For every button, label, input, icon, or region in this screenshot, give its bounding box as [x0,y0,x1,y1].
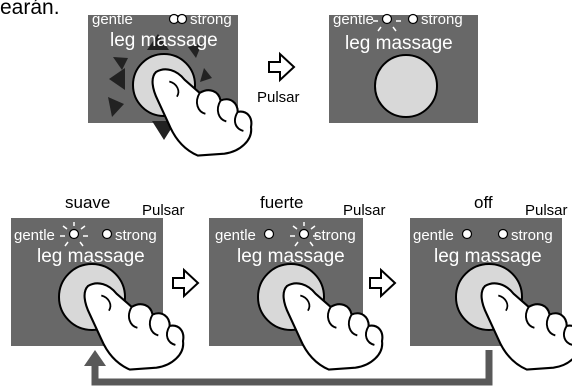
panel-bottom-2 [209,218,384,371]
action-label: Pulsar [257,89,300,106]
gentle-label: gentle [92,11,133,28]
state-label-off: off [474,193,493,212]
panel-title: leg massage [434,246,542,267]
state-label-suave: suave [65,193,111,212]
heading-fragment: earán. [0,0,60,19]
right-arrow-icon [369,269,396,297]
action-label: Pulsar [525,202,568,219]
strong-label: strong [511,227,553,244]
panel-title: leg massage [37,246,145,267]
gentle-indicator [461,228,473,240]
panel-title: leg massage [345,33,453,54]
glow-icon [290,222,318,247]
strong-label: strong [314,227,356,244]
strong-label: strong [190,11,232,28]
panel-title: leg massage [237,246,345,267]
panel-top-left [88,13,253,157]
strong-indicator [298,228,310,240]
gentle-indicator [263,228,275,240]
loop-back-arrow [84,350,493,386]
glow-icon [60,222,88,247]
action-label: Pulsar [343,202,386,219]
panel-bottom-1 [11,218,185,371]
right-arrow-icon [268,53,295,81]
strong-indicator [176,13,188,25]
gentle-label: gentle [333,11,374,28]
gentle-indicator [68,228,80,240]
gentle-label: gentle [215,227,256,244]
panel-title: leg massage [110,30,218,51]
glow-icon [373,7,401,32]
gentle-label: gentle [14,227,55,244]
strong-label: strong [115,227,157,244]
panel-bottom-3 [410,218,572,371]
right-arrow-icon [172,269,199,297]
strong-indicator [497,228,509,240]
gentle-indicator [381,13,393,25]
action-label: Pulsar [142,202,185,219]
strong-label: strong [421,11,463,28]
state-label-fuerte: fuerte [260,193,304,212]
strong-indicator [101,228,113,240]
gentle-label: gentle [413,227,454,244]
strong-indicator [407,13,419,25]
massage-button [374,54,438,118]
panel-top-right [329,7,478,123]
